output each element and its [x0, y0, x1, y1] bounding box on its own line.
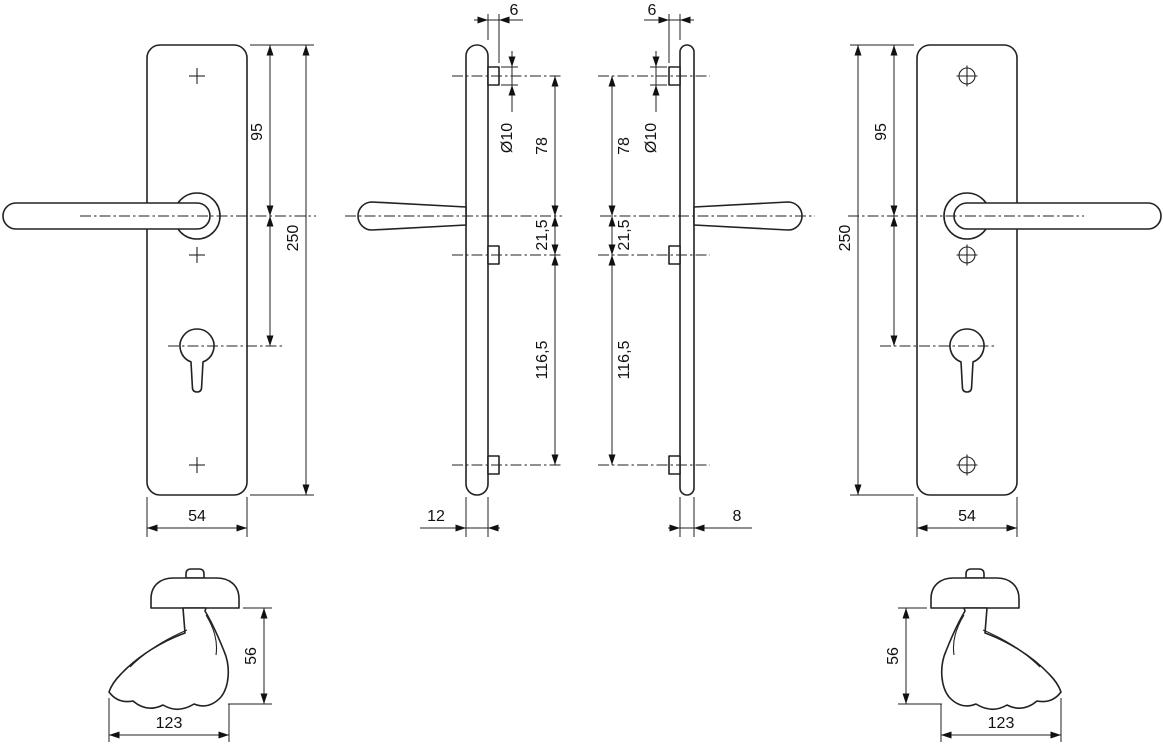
keyhole — [949, 328, 985, 393]
rose-cap — [930, 577, 1020, 609]
dim-54: 54 — [916, 497, 1018, 537]
fixing-cross-bottom — [189, 457, 205, 473]
dim-label-78: 78 — [534, 137, 551, 155]
screw-head-middle — [956, 244, 978, 266]
dim-78: 78 — [608, 76, 633, 216]
grip-outline — [108, 607, 230, 711]
dim-label-116-5: 116,5 — [616, 340, 633, 379]
dim-label-6: 6 — [648, 2, 657, 19]
dim-label-12: 12 — [427, 508, 445, 525]
grip-detail-line — [982, 629, 1041, 668]
dim-label-95: 95 — [873, 123, 890, 141]
dim-78: 78 — [534, 76, 559, 216]
dim-116-5: 116,5 — [608, 255, 633, 465]
dim-label-6: 6 — [510, 2, 519, 19]
dim-6: 6 — [474, 2, 523, 63]
dim-label-54: 54 — [188, 508, 206, 525]
view-left-handle-side: 56 123 — [108, 568, 272, 742]
dim-6: 6 — [644, 2, 694, 63]
rose-cap — [150, 577, 240, 609]
view-left-plate-front: 95 250 54 — [2, 44, 316, 537]
dim-label-250: 250 — [285, 225, 302, 252]
grip-outline — [940, 607, 1062, 711]
dim-123: 123 — [108, 698, 230, 742]
fixing-cross-middle — [189, 247, 205, 263]
view-left-profile: 6 Ø10 78 21,5 116,5 12 — [345, 2, 562, 537]
dim-56: 56 — [228, 607, 272, 705]
plate-profile-outline — [679, 44, 695, 496]
mirrored-handle-shape — [930, 568, 1062, 711]
dim-label-54: 54 — [958, 508, 976, 525]
dim-56: 56 — [885, 607, 942, 705]
view-right-profile: 6 Ø10 78 21,5 116,5 8 — [598, 2, 815, 537]
dim-label-116-5: 116,5 — [534, 340, 551, 379]
dim-label-8: 8 — [733, 508, 742, 525]
keyhole — [179, 328, 215, 393]
screw-head-top — [956, 65, 978, 87]
dim-label-21-5: 21,5 — [616, 219, 633, 250]
dim-label-21-5: 21,5 — [534, 219, 551, 250]
dim-21-5: 21,5 — [608, 216, 633, 255]
plate-profile-outline — [465, 44, 489, 496]
dim-label-78: 78 — [616, 137, 633, 155]
plate-outline — [146, 44, 248, 496]
fixing-cross-top — [189, 68, 205, 84]
dim-95: 95 — [850, 44, 914, 216]
dim-12: 12 — [420, 497, 500, 537]
dim-250: 250 — [837, 45, 914, 496]
grip-detail-edge — [952, 614, 965, 656]
dim-label-250: 250 — [837, 225, 854, 252]
dim-label-d10: Ø10 — [499, 123, 516, 153]
dim-54: 54 — [146, 497, 248, 537]
dim-123: 123 — [940, 698, 1062, 742]
handle-lever-profile — [693, 201, 803, 231]
grip-detail-line — [129, 629, 188, 668]
dim-8: 8 — [668, 497, 752, 537]
dim-21-5: 21,5 — [534, 216, 559, 255]
dim-label-95: 95 — [249, 123, 266, 141]
dim-250: 250 — [250, 45, 314, 496]
dim-label-123: 123 — [156, 715, 183, 732]
spindle-nub — [965, 568, 985, 579]
grip-detail-edge — [205, 614, 218, 656]
dim-116-5: 116,5 — [534, 255, 559, 465]
plate-outline — [916, 44, 1018, 496]
dim-label-56: 56 — [243, 647, 260, 665]
dim-label-123: 123 — [988, 715, 1015, 732]
dim-label-56: 56 — [885, 647, 902, 665]
screw-head-bottom — [956, 454, 978, 476]
view-right-plate-front: 95 250 54 — [837, 44, 1162, 537]
dim-stud-diameter: Ø10 — [499, 51, 518, 153]
dim-label-d10: Ø10 — [643, 123, 660, 153]
spindle-nub — [185, 568, 205, 579]
dim-stud-diameter: Ø10 — [643, 51, 667, 153]
dim-95: 95 — [249, 44, 314, 216]
view-right-handle-side: 56 123 — [885, 568, 1062, 742]
